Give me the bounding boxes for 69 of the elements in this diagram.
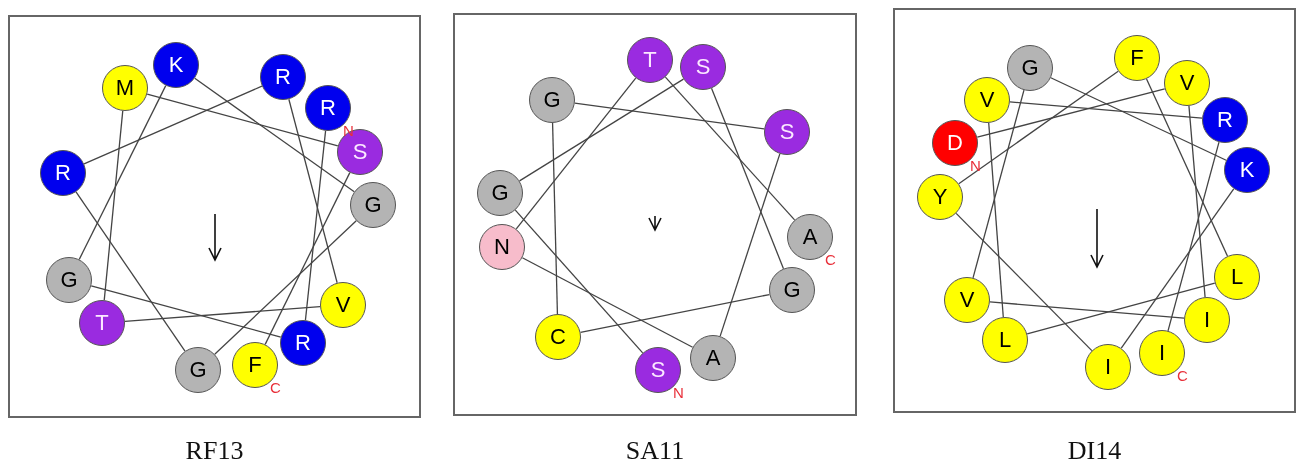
residue-circle: G: [350, 182, 396, 228]
connector-line: [972, 89, 1025, 279]
panel-caption: RF13: [184, 436, 245, 466]
residue-circle: K: [153, 42, 199, 88]
connector-line: [515, 77, 637, 230]
connector-line: [304, 130, 327, 321]
residue-circle: G: [477, 170, 523, 216]
connector-line: [194, 77, 355, 193]
residue-circle: A: [690, 335, 736, 381]
residue-circle: S: [680, 44, 726, 90]
residue-circle: I: [1184, 297, 1230, 343]
residue-circle: K: [1224, 147, 1270, 193]
residue-circle: T: [79, 300, 125, 346]
residue-circle: N: [479, 224, 525, 270]
residue-circle: R: [40, 150, 86, 196]
connector-line: [710, 87, 785, 270]
connector-line: [90, 285, 282, 338]
connector-line: [1050, 77, 1227, 161]
connector-line: [124, 306, 321, 322]
residue-circle: V: [964, 77, 1010, 123]
connector-line: [214, 220, 357, 355]
residue-circle: R: [1202, 97, 1248, 143]
connector-line: [288, 98, 338, 284]
residue-circle: V: [1164, 60, 1210, 106]
connector-line: [988, 122, 1004, 318]
residue-circle: G: [529, 77, 575, 123]
residue-circle: R: [260, 54, 306, 100]
residue-circle: V: [944, 277, 990, 323]
residue-circle: G: [769, 267, 815, 313]
residue-circle: G: [1007, 45, 1053, 91]
connector-line: [1026, 282, 1216, 335]
connector-line: [1188, 105, 1206, 298]
panel-caption: SA11: [624, 436, 686, 466]
connector-line: [521, 257, 694, 348]
residue-circle: G: [175, 347, 221, 393]
residue-circle: V: [320, 282, 366, 328]
connector-line: [719, 153, 781, 337]
residue-circle: L: [1214, 254, 1260, 300]
residue-circle: L: [982, 317, 1028, 363]
connector-line: [976, 88, 1166, 138]
connector-line: [78, 84, 167, 261]
connector-line: [83, 85, 263, 165]
residue-circle: F: [1114, 35, 1160, 81]
connector-line: [1145, 78, 1229, 257]
residue-circle: R: [280, 320, 326, 366]
connector-line: [1120, 188, 1235, 349]
connector-line: [958, 70, 1119, 185]
connector-line: [551, 122, 559, 315]
connector-line: [579, 293, 771, 334]
connector-line: [1167, 141, 1220, 332]
connector-line: [75, 191, 186, 352]
connector-line: [103, 110, 124, 301]
residue-circle: S: [764, 109, 810, 155]
connector-line: [1009, 101, 1203, 119]
residue-circle: G: [46, 257, 92, 303]
connector-line: [989, 301, 1185, 319]
residue-circle: M: [102, 65, 148, 111]
connector-line: [518, 78, 685, 182]
connector-line: [574, 102, 765, 130]
residue-circle: Y: [917, 174, 963, 220]
connector-line: [955, 212, 1093, 352]
connector-line: [664, 76, 796, 221]
connector-line: [514, 209, 644, 354]
panel-caption: DI14: [1066, 436, 1123, 466]
residue-circle: C: [535, 314, 581, 360]
residue-circle: I: [1085, 344, 1131, 390]
connector-line: [146, 93, 339, 147]
residue-circle: T: [627, 37, 673, 83]
connector-line: [264, 172, 351, 345]
